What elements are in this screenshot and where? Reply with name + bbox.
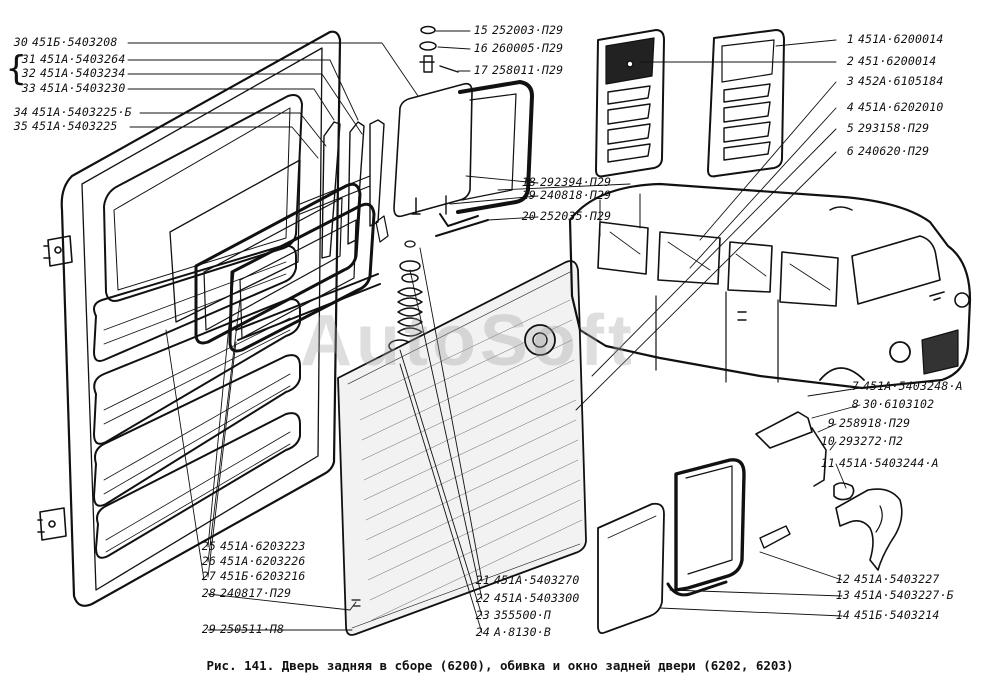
- door-window-glass-frames: [169, 119, 389, 353]
- hinge-bracket: [755, 411, 903, 571]
- leader-lines: [127, 30, 861, 634]
- label-bracket-31-33: {: [6, 49, 27, 89]
- rear-door-assembly: [37, 30, 342, 607]
- door-half-left-inset: [595, 29, 665, 178]
- door-half-right-inset: [707, 29, 785, 178]
- door-trim-panel: [337, 260, 587, 636]
- window-glass-and-seals: [597, 458, 791, 635]
- figure-caption: Рис. 141. Дверь задняя в сборе (6200), о…: [206, 658, 794, 673]
- vent-window-assembly: [393, 25, 534, 237]
- van-body: [568, 182, 972, 390]
